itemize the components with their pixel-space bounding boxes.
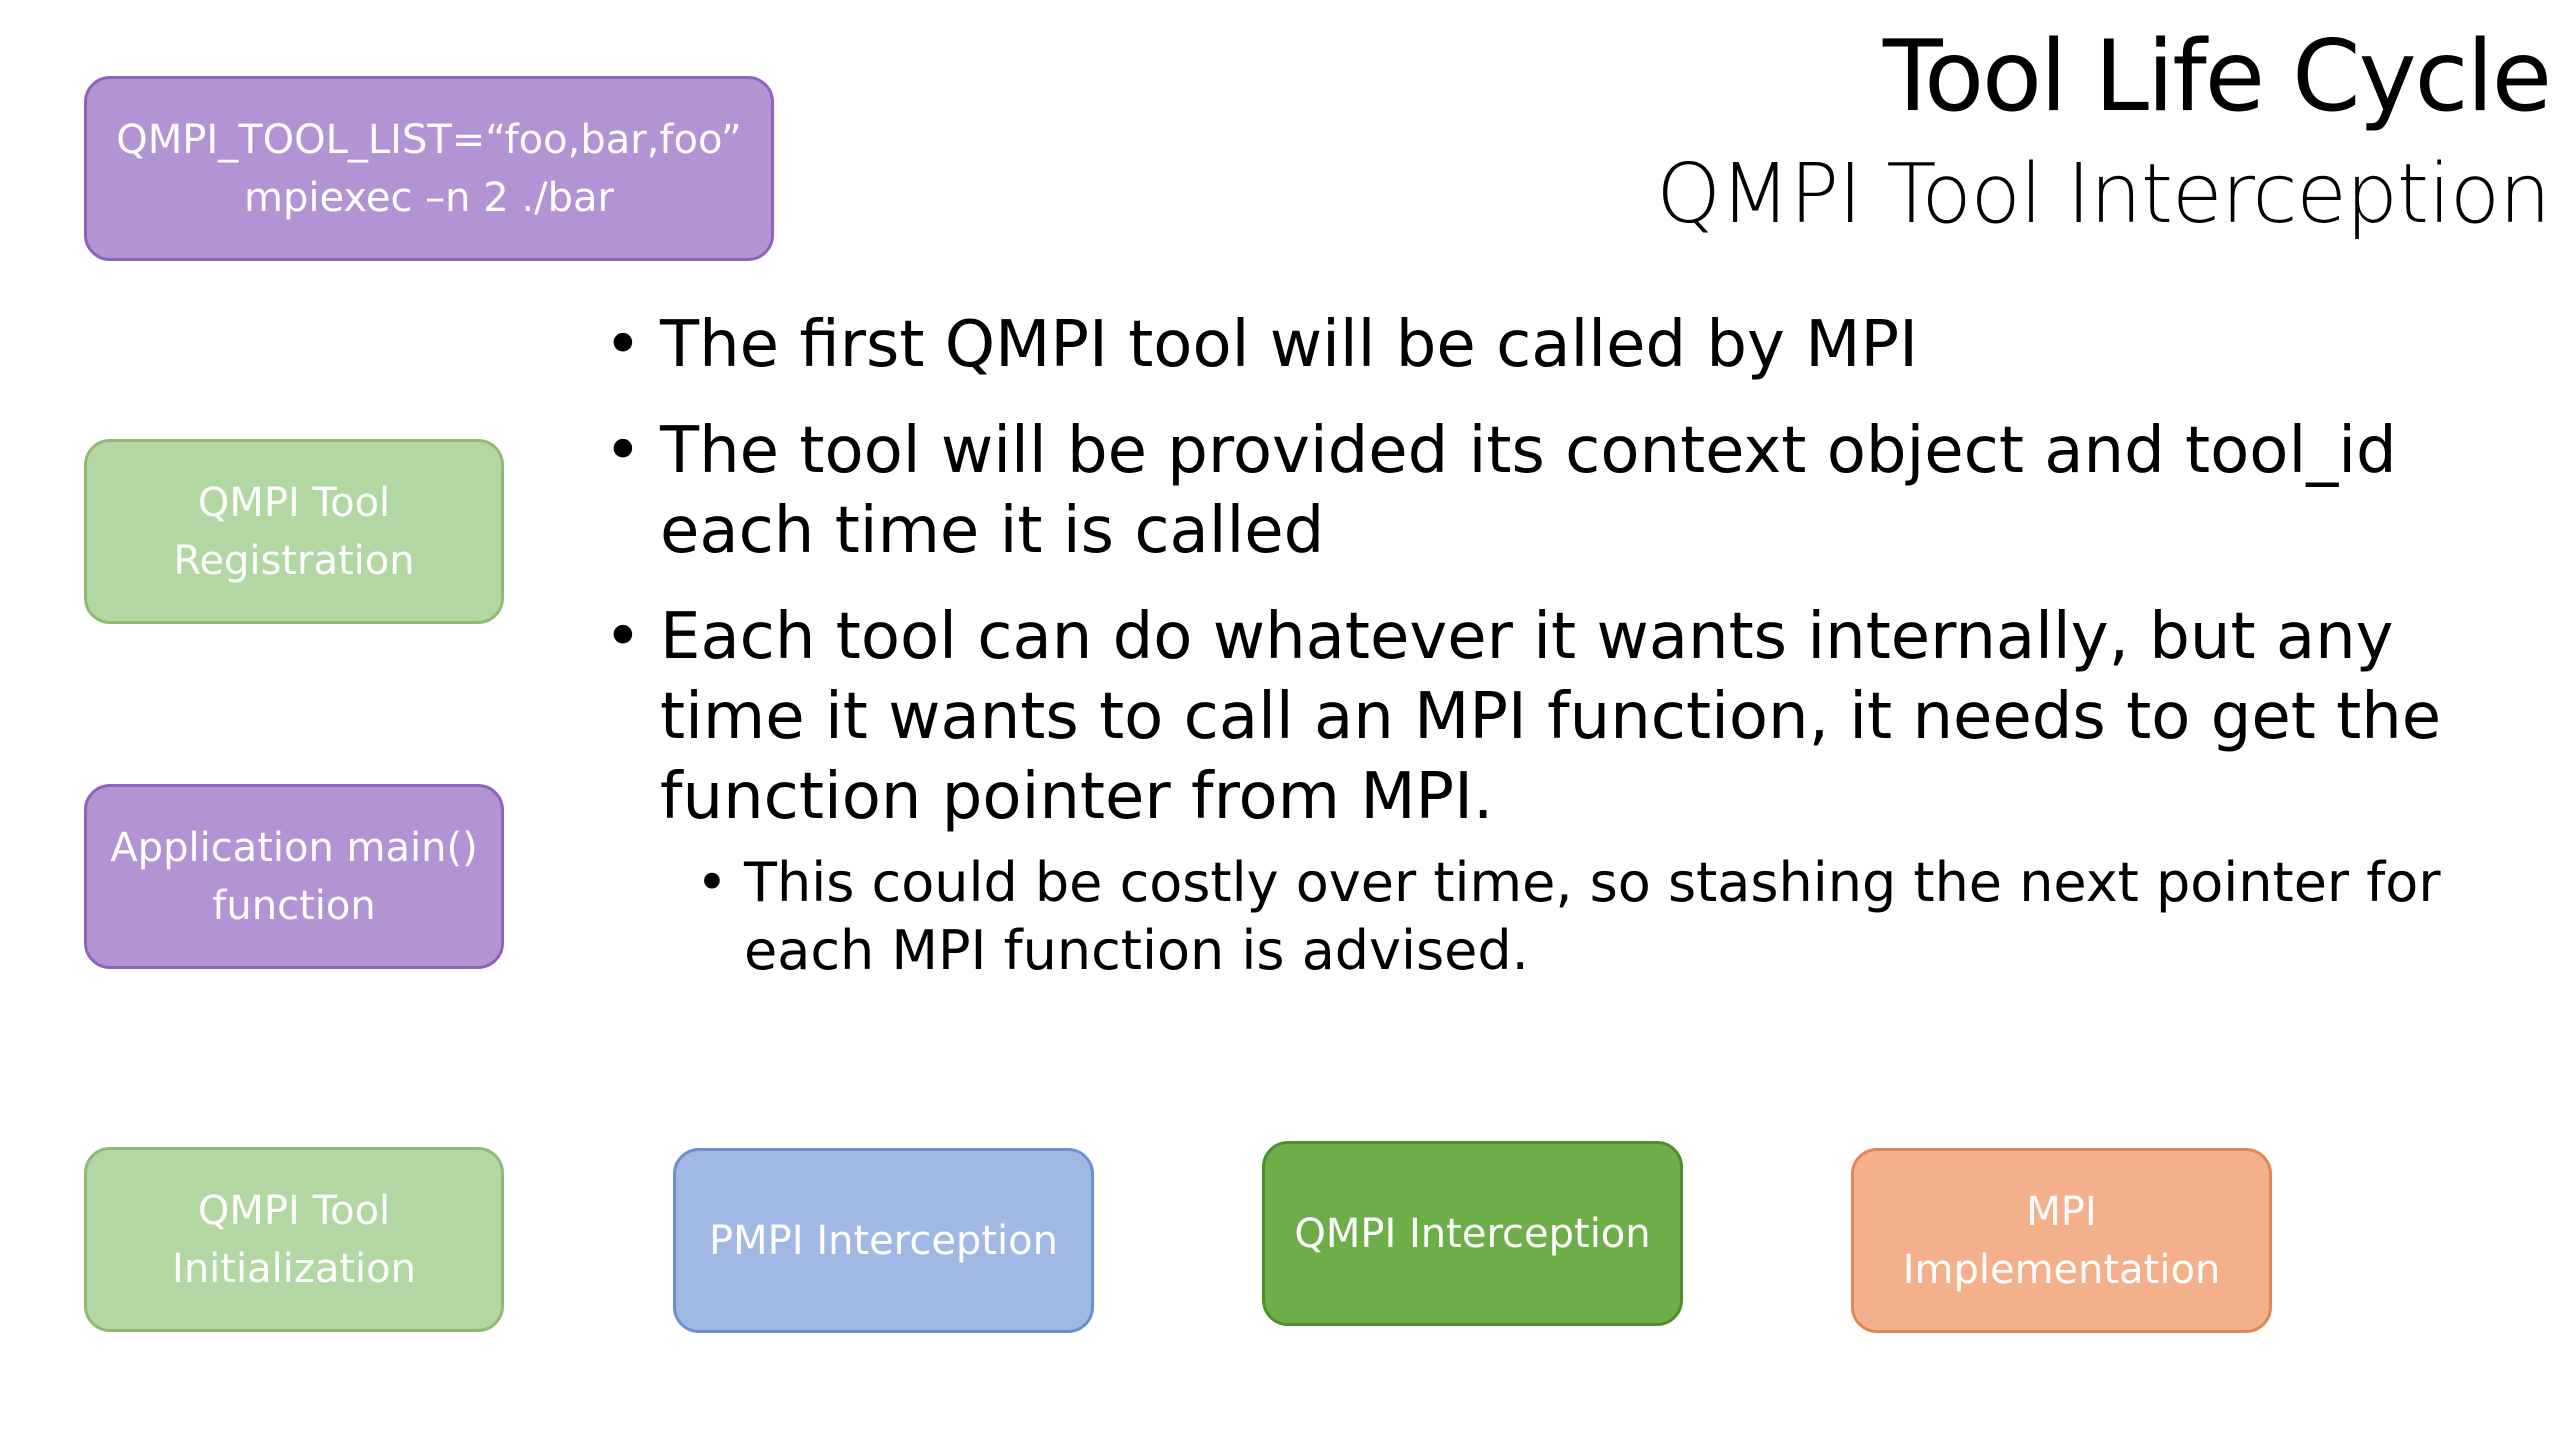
pmpi-interception-box: PMPI Interception: [673, 1148, 1094, 1333]
bullet-text: Each tool can do whatever it wants inter…: [660, 600, 2442, 834]
bullet-text: The first QMPI tool will be called by MP…: [660, 308, 1918, 382]
bullet-item: The first QMPI tool will be called by MP…: [596, 305, 2516, 385]
command-box: QMPI_TOOL_LIST=“foo,bar,foo” mpiexec –n …: [84, 76, 774, 261]
bullet-item: Each tool can do whatever it wants inter…: [596, 597, 2516, 985]
bullet-list: The first QMPI tool will be called by MP…: [596, 305, 2516, 1011]
bullet-item: The tool will be provided its context ob…: [596, 411, 2516, 571]
tool-registration-box: QMPI Tool Registration: [84, 439, 504, 624]
slide-subtitle: QMPI Tool Interception: [1656, 147, 2551, 242]
sub-bullet-item: This could be costly over time, so stash…: [694, 849, 2516, 985]
application-main-box: Application main() function: [84, 784, 504, 969]
slide-title: Tool Life Cycle: [1882, 20, 2552, 134]
sub-bullet-list: This could be costly over time, so stash…: [660, 849, 2516, 985]
tool-initialization-box: QMPI Tool Initialization: [84, 1147, 504, 1332]
bullet-text: The tool will be provided its context ob…: [660, 414, 2397, 568]
sub-bullet-text: This could be costly over time, so stash…: [744, 851, 2441, 982]
mpi-implementation-box: MPI Implementation: [1851, 1148, 2272, 1333]
qmpi-interception-box: QMPI Interception: [1262, 1141, 1683, 1326]
